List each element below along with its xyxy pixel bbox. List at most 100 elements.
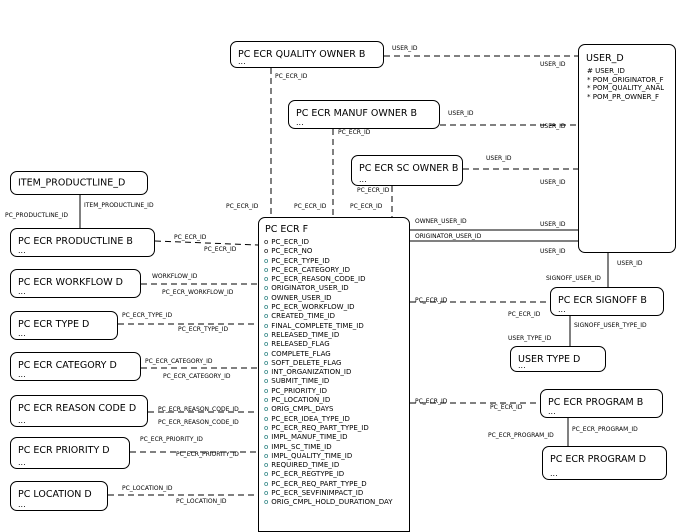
entity-pc-ecr-quality-owner-b[interactable]: PC ECR QUALITY OWNER B ... <box>230 41 384 68</box>
entity-ellipsis: ... <box>359 175 367 184</box>
attribute-name: OWNER_USER_ID <box>271 293 332 302</box>
attribute-name: ORIGINATOR_USER_ID <box>271 284 349 293</box>
attribute-name: CREATED_TIME_ID <box>271 312 336 321</box>
entity-ellipsis: ... <box>518 361 526 370</box>
entity-title: USER TYPE D <box>518 354 581 365</box>
entity-ellipsis: ... <box>18 370 26 379</box>
entity-pc-ecr-reason-code-d[interactable]: PC ECR REASON CODE D ... <box>10 395 148 427</box>
attribute-name: PC_ECR_REASON_CODE_ID <box>271 275 366 284</box>
attribute-name: IMPL_MANUF_TIME_ID <box>271 433 348 442</box>
attribute-name: ORIG_CMPL_DAYS <box>271 405 334 414</box>
entity-ellipsis: ... <box>18 416 26 425</box>
label-user-id: USER_ID <box>540 61 566 68</box>
entity-title: PC ECR REASON CODE D <box>18 403 137 414</box>
label-signoff-user-type-id: SIGNOFF_USER_TYPE_ID <box>574 322 647 329</box>
label-pc-ecr-id: PC_ECR_ID <box>275 73 308 80</box>
label-pc-location-id: PC_LOCATION_ID <box>176 498 227 505</box>
entity-pc-ecr-manuf-owner-b[interactable]: PC ECR MANUF OWNER B ... <box>288 100 440 129</box>
attribute-marker: o <box>264 498 269 507</box>
attribute-name: PC_ECR_ID <box>271 238 310 246</box>
entity-pc-ecr-type-d[interactable]: PC ECR TYPE D ... <box>10 311 118 340</box>
label-pc-ecr-id: PC_ECR_ID <box>415 297 448 304</box>
label-pc-ecr-workflow-id: PC_ECR_WORKFLOW_ID <box>162 289 234 296</box>
entity-pc-ecr-program-b[interactable]: PC ECR PROGRAM B ... <box>540 389 663 418</box>
attribute-marker: o <box>264 405 269 414</box>
entity-ellipsis: ... <box>550 469 558 478</box>
label-signoff-user-id: SIGNOFF_USER_ID <box>546 275 601 282</box>
entity-title: PC ECR PROGRAM B <box>548 397 644 408</box>
attribute-marker: o <box>264 461 269 470</box>
attribute-marker: o <box>264 470 269 479</box>
entity-pc-ecr-workflow-d[interactable]: PC ECR WORKFLOW D ... <box>10 269 141 298</box>
attribute-name: COMPLETE_FLAG <box>271 349 331 358</box>
entity-title: PC LOCATION D <box>18 489 92 500</box>
attribute-name: INT_ORGANIZATION_ID <box>271 368 352 377</box>
label-originator-user-id: ORIGINATOR_USER_ID <box>415 233 482 240</box>
attribute-name: IMPL_QUALITY_TIME_ID <box>271 451 353 460</box>
label-user-id: USER_ID <box>540 179 566 186</box>
entity-title: PC ECR CATEGORY D <box>18 360 117 371</box>
attribute-name: RELEASED_FLAG <box>271 340 330 349</box>
entity-user-type-d[interactable]: USER TYPE D ... <box>510 346 606 372</box>
entity-title: PC ECR TYPE D <box>18 319 90 330</box>
entity-pc-ecr-category-d[interactable]: PC ECR CATEGORY D ... <box>10 352 141 381</box>
attribute-name: PC_ECR_TYPE_ID <box>271 256 330 265</box>
entity-pc-ecr-productline-b[interactable]: PC ECR PRODUCTLINE B ... <box>10 228 155 257</box>
entity-ellipsis: ... <box>18 287 26 296</box>
label-pc-location-id: PC_LOCATION_ID <box>122 485 173 492</box>
label-pc-ecr-id: PC_ECR_ID <box>174 234 207 241</box>
entity-title: PC ECR PRODUCTLINE B <box>18 236 133 247</box>
entity-title: PC ECR SIGNOFF B <box>558 295 647 306</box>
attribute-name: RELEASED_TIME_ID <box>271 330 340 339</box>
label-pc-ecr-id: PC_ECR_ID <box>338 129 371 136</box>
entity-pc-ecr-priority-d[interactable]: PC ECR PRIORITY D ... <box>10 437 130 469</box>
label-pc-ecr-program-id: PC_ECR_PROGRAM_ID <box>572 426 638 433</box>
label-pc-ecr-id: PC_ECR_ID <box>357 187 390 194</box>
entity-user-d[interactable]: USER_D # USER_ID * POM_ORIGINATOR_F * PO… <box>578 44 676 253</box>
attribute-row: * POM_ORIGINATOR_F <box>587 75 664 84</box>
label-user-id: USER_ID <box>617 260 643 267</box>
attribute-marker: o <box>264 396 269 405</box>
attribute-name: PC_ECR_REGTYPE_ID <box>271 470 345 479</box>
entity-title: PC ECR WORKFLOW D <box>18 277 123 288</box>
entity-item-productline-d[interactable]: ITEM_PRODUCTLINE_D <box>10 171 148 195</box>
label-workflow-id: WORKFLOW_ID <box>152 273 198 280</box>
entity-pc-ecr-signoff-b[interactable]: PC ECR SIGNOFF B ... <box>550 287 664 316</box>
attribute-marker: o <box>264 312 269 321</box>
attribute-marker: o <box>264 340 269 349</box>
entity-pc-ecr-sc-owner-b[interactable]: PC ECR SC OWNER B ... <box>351 155 463 186</box>
entity-ellipsis: ... <box>18 500 26 509</box>
attribute-name: IMPL_SC_TIME_ID <box>271 442 332 451</box>
attribute-marker: o <box>264 238 269 246</box>
entity-ellipsis: ... <box>18 458 26 467</box>
entity-pc-ecr-program-d[interactable]: PC ECR PROGRAM D ... <box>542 446 667 480</box>
attribute-marker: o <box>264 377 269 386</box>
attribute-marker: o <box>264 349 269 358</box>
entity-pc-location-d[interactable]: PC LOCATION D ... <box>10 481 108 511</box>
user-d-attribute-list: # USER_ID * POM_ORIGINATOR_F * POM_QUALI… <box>587 67 664 101</box>
attribute-marker: o <box>264 321 269 330</box>
attribute-marker: o <box>264 265 269 274</box>
label-pc-productline-id: PC_PRODUCTLINE_ID <box>5 212 68 219</box>
label-pc-ecr-priority-id: PC_ECR_PRIORITY_ID <box>140 436 203 443</box>
label-pc-ecr-id: PC_ECR_ID <box>490 404 523 411</box>
attribute-marker: o <box>264 433 269 442</box>
attribute-marker: o <box>264 247 269 256</box>
attribute-name: ORIG_CMPL_HOLD_DURATION_DAY <box>271 498 393 507</box>
